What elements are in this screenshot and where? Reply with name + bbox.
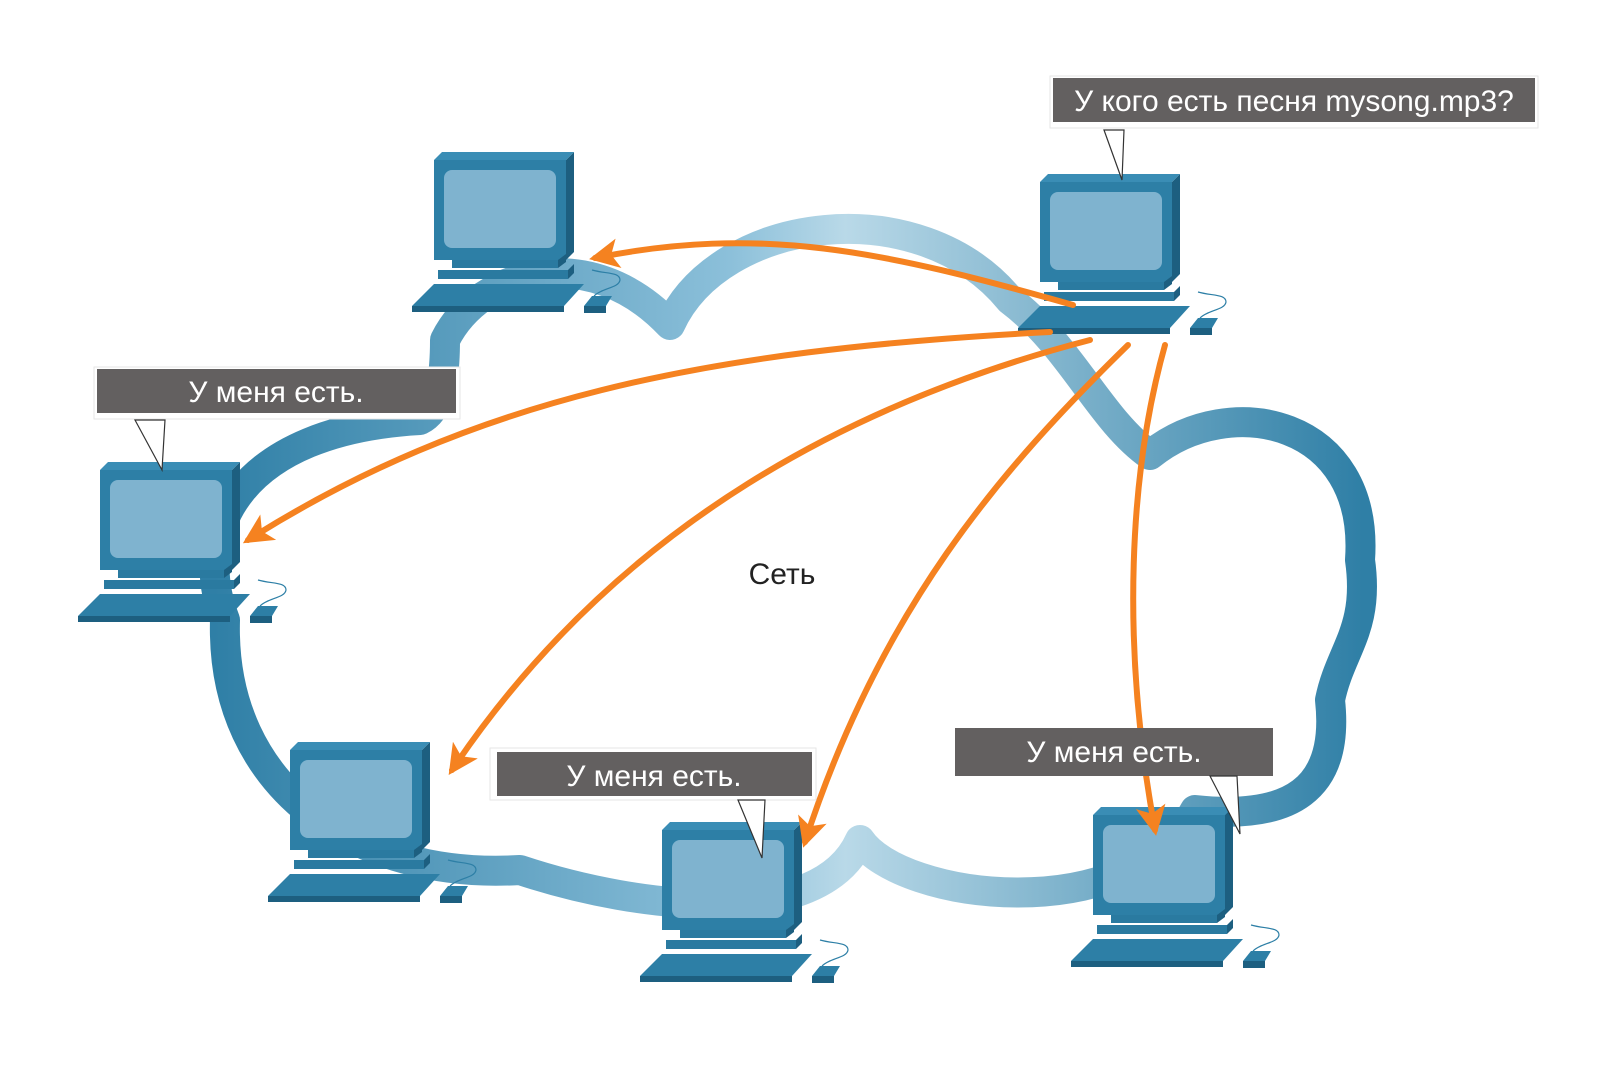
callout-query-text: У кого есть песня mysong.mp3? xyxy=(1074,85,1514,118)
callout-reply-right-text: У меня есть. xyxy=(1026,736,1201,769)
network-cloud-icon xyxy=(199,213,1377,919)
network-label: Сеть xyxy=(749,558,816,591)
arrow-to-left xyxy=(242,329,1053,544)
callout-reply-left: У меня есть. xyxy=(93,366,461,473)
arrow-to-top-left xyxy=(589,238,1076,308)
callout-reply-bottom: У меня есть. xyxy=(489,747,817,859)
callout-reply-right: У меня есть. xyxy=(955,728,1273,835)
computer-bottom-right-icon[interactable] xyxy=(1070,806,1280,969)
callout-reply-bottom-text: У меня есть. xyxy=(566,760,741,793)
computer-top-right-icon[interactable] xyxy=(1017,173,1227,336)
query-arrows xyxy=(242,238,1168,848)
arrow-to-bottom-left xyxy=(448,337,1093,775)
computer-bottom-middle-icon[interactable] xyxy=(639,821,849,984)
arrow-to-bottom-middle xyxy=(798,342,1131,848)
callout-query: У кого есть песня mysong.mp3? xyxy=(1049,75,1539,181)
callout-reply-left-text: У меня есть. xyxy=(188,376,363,409)
